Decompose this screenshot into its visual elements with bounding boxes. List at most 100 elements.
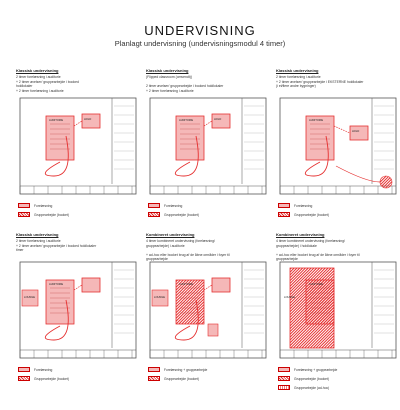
description-line: 4 timer kombineret undervisning (forelæs… — [276, 239, 345, 243]
description-line: gruppearbejde) i auditorie — [146, 243, 185, 248]
panel-title: Klassisk undervisning — [16, 68, 59, 73]
description-line: 2 timer forelæsning i auditorie — [16, 239, 61, 243]
description-line: 2 timer forelæsning i auditorie — [16, 75, 61, 79]
legend-label: Forelæsning — [34, 367, 53, 372]
panel-description: (Flipped classroom (omvendt)) 2 timer øv… — [146, 75, 270, 93]
route-line — [203, 120, 213, 127]
plan-wrapper: HOLD AUDITORIE — [276, 96, 400, 198]
flow-arrow — [175, 299, 199, 341]
legend-swatch — [148, 203, 160, 208]
flow-arrow — [175, 135, 199, 177]
room-label: HOLD — [352, 129, 359, 133]
room-label: AUDITORIE — [179, 282, 193, 286]
legend-swatch — [18, 367, 30, 372]
legend-swatch — [278, 385, 290, 390]
description-line: (Flipped classroom (omvendt)) — [146, 75, 192, 79]
description-line: + ad-hoc eller booket brug af de åbne om… — [146, 252, 230, 257]
group-room — [211, 277, 231, 293]
legend-swatch — [278, 203, 290, 208]
lounge-area — [151, 289, 169, 307]
floor-plan: HOLD AUDITORIE — [279, 97, 397, 195]
room-label: AUDITORIE — [49, 282, 63, 286]
legend-row: Gruppearbejde (booket) — [146, 375, 270, 384]
legend-swatch — [18, 376, 30, 381]
panel-title: Klassisk undervisning — [146, 68, 189, 73]
legend-row: Gruppearbejde (booket) — [16, 375, 140, 384]
description-line: 4 timer kombineret undervisning (forelæs… — [146, 239, 215, 243]
legend-swatch — [148, 367, 160, 372]
building-outline — [19, 261, 137, 359]
description-line: + 2 timer forelæsning i auditorie — [146, 88, 194, 93]
legend-row: Forelæsning + gruppearbejde — [276, 366, 400, 375]
description-line: timer — [16, 248, 24, 253]
panel-description: 4 timer kombineret undervisning (forelæs… — [146, 239, 270, 262]
panel-description: 2 timer forelæsning i auditorie+ 2 timer… — [276, 75, 400, 89]
legend-label: Forelæsning — [164, 203, 183, 208]
legend-row: Forelæsning + gruppearbejde — [146, 366, 270, 375]
page-title: UNDERVISNING — [144, 23, 256, 38]
room-label: AUDITORIE — [309, 118, 323, 122]
room-label: LOUNGE — [284, 295, 295, 299]
building-outline — [19, 97, 137, 195]
page-subtitle: Planlagt undervisning (undervisningsmodu… — [114, 39, 286, 48]
legend-label: Gruppearbejde (booket) — [34, 376, 70, 381]
description-line: + 2 timer øvelser/ gruppearbejde i booke… — [16, 243, 97, 248]
legend-label: Forelæsning + gruppearbejde — [164, 367, 208, 372]
legend-swatch — [148, 212, 160, 217]
scenario-panel: Kombineret undervisning 4 timer kombinere… — [276, 232, 400, 390]
description-line: gruppearbejde — [276, 257, 298, 262]
panel-title: Klassisk undervisning — [276, 68, 319, 73]
building-outline — [279, 261, 397, 359]
legend-label: Gruppearbejde (booket) — [34, 212, 70, 217]
flow-arrow — [305, 135, 329, 177]
legend-label: Forelæsning — [34, 203, 53, 208]
scenario-panel: Klassisk undervisning 2 timer forelæsning… — [16, 232, 140, 381]
route-line — [203, 284, 213, 291]
legend-label: Gruppearbejde (booket) — [294, 376, 330, 381]
flow-arrow — [45, 135, 69, 177]
room-label: HOLD — [214, 117, 221, 121]
group-room — [211, 113, 231, 129]
legend-row: Gruppearbejde (booket) — [276, 375, 400, 384]
description-line: (i et/flere andre bygninger) — [276, 84, 316, 89]
legend-label: Gruppearbejde (booket) — [164, 212, 200, 217]
panel-title: Kombineret undervisning — [276, 232, 325, 237]
auditorium-room — [175, 115, 205, 161]
room-label: LOUNGE — [24, 295, 35, 299]
auditorium-room — [305, 115, 335, 161]
description-line: gruppearbejde) i holdlokale — [276, 243, 317, 248]
legend-row: Gruppearbejde (ad-hoc) — [276, 384, 400, 393]
external-route — [335, 165, 381, 183]
room-label: AUDITORIE — [309, 282, 323, 286]
building-outline — [279, 97, 397, 195]
legend-swatch — [278, 212, 290, 217]
description-line: + ad-hoc eller booket brug af de åbne om… — [276, 252, 360, 257]
description-line: 2 timer øvelser/ gruppearbejde i booked … — [146, 84, 224, 89]
foyer-group-area — [207, 323, 219, 337]
legend-label: Forelæsning — [294, 203, 313, 208]
legend-row: Forelæsning — [276, 202, 400, 211]
legend-label: Forelæsning + gruppearbejde — [294, 367, 338, 372]
legend-row: Gruppearbejde (booket) — [16, 211, 140, 220]
legend-label: Gruppearbejde (booket) — [164, 376, 200, 381]
legend-swatch — [18, 203, 30, 208]
flow-arrow — [45, 299, 69, 341]
description-line: + 2 timer øvelser/ gruppearbejde i EKSTE… — [276, 79, 364, 84]
floor-plan: LOUNGE AUDITORIE — [279, 261, 397, 359]
panel-title: Klassisk undervisning — [16, 232, 59, 237]
legend-row: Gruppearbejde (booket) — [146, 211, 270, 220]
room-label: HOLD — [84, 117, 91, 121]
description-line: gruppearbejde — [146, 257, 168, 262]
legend-swatch — [278, 376, 290, 381]
building-outline — [149, 97, 267, 195]
